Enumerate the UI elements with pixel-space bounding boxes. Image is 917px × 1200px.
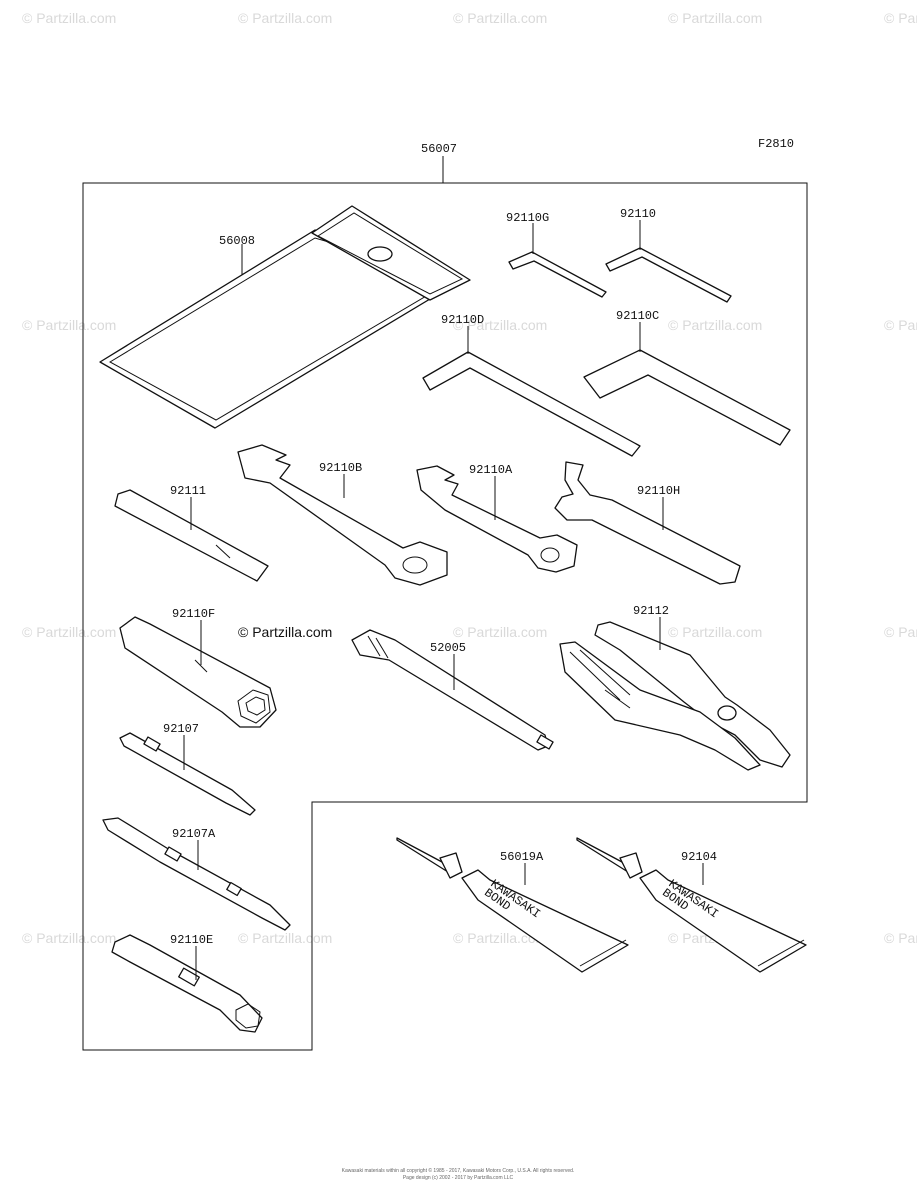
wrench-92110b[interactable] <box>237 444 448 586</box>
watermark: © Partzilla.com <box>22 930 116 946</box>
watermark: © Partzilla.com <box>238 10 332 26</box>
kit-outline <box>82 182 808 1051</box>
watermark: © Partzilla.com <box>453 930 547 946</box>
label-extension[interactable]: 52005 <box>430 641 466 655</box>
label-wrench-b[interactable]: 92110B <box>319 461 362 475</box>
spanner-92110h[interactable] <box>554 461 741 585</box>
watermark: © Partzilla.com <box>453 624 547 640</box>
handle-92111[interactable] <box>114 489 269 582</box>
label-socket-e[interactable]: 92110E <box>170 933 213 947</box>
watermark: © Partzilla.com <box>884 624 917 640</box>
copyright-line: Kawasaki materials within all copyright … <box>342 1167 575 1174</box>
label-bond-b[interactable]: 92104 <box>681 850 717 864</box>
extension-52005[interactable] <box>351 629 554 751</box>
hex-key-92110g[interactable] <box>508 251 607 298</box>
watermark: © Partzilla.com <box>22 317 116 333</box>
hex-key-92110[interactable] <box>605 247 732 303</box>
page-design-line: Page design (c) 2002 - 2017 by Partzilla… <box>403 1175 514 1181</box>
screwdriver-92107[interactable] <box>119 732 256 816</box>
watermark: © Partzilla.com <box>884 930 917 946</box>
watermark: © Partzilla.com <box>884 317 917 333</box>
label-socket-f[interactable]: 92110F <box>172 607 215 621</box>
wrench-92110a[interactable] <box>416 465 578 573</box>
label-wrench-a[interactable]: 92110A <box>469 463 513 477</box>
label-spanner[interactable]: 92110H <box>637 484 680 498</box>
watermark: © Partzilla.com <box>884 10 917 26</box>
watermark: © Partzilla.com <box>453 317 547 333</box>
watermark: © Partzilla.com <box>22 624 116 640</box>
label-screwdriver-a[interactable]: 92107A <box>172 827 216 841</box>
watermark: © Partzilla.com <box>22 10 116 26</box>
label-screwdriver[interactable]: 92107 <box>163 722 199 736</box>
label-hex-g[interactable]: 92110G <box>506 211 549 225</box>
label-pliers[interactable]: 92112 <box>633 604 669 618</box>
watermark: © Partzilla.com <box>238 930 332 946</box>
watermark: © Partzilla.com <box>668 317 762 333</box>
watermark: © Partzilla.com <box>668 10 762 26</box>
tool-case[interactable] <box>99 205 471 429</box>
label-hex-d[interactable]: 92110D <box>441 313 484 327</box>
socket-92110e[interactable] <box>111 934 263 1033</box>
socket-92110f[interactable] <box>119 616 277 728</box>
hex-key-92110c[interactable] <box>583 349 791 446</box>
inline-watermark: © Partzilla.com <box>238 624 332 640</box>
label-hex-c[interactable]: 92110C <box>616 309 659 323</box>
screwdriver-92107a[interactable] <box>102 817 291 931</box>
label-bond-a[interactable]: 56019A <box>500 850 544 864</box>
label-handle[interactable]: 92111 <box>170 484 206 498</box>
label-kit[interactable]: 56007 <box>421 142 457 156</box>
watermark: © Partzilla.com <box>668 624 762 640</box>
pliers-92112[interactable] <box>559 621 791 771</box>
label-case[interactable]: 56008 <box>219 234 255 248</box>
label-hex-plain[interactable]: 92110 <box>620 207 656 221</box>
figure-code: F2810 <box>758 137 794 151</box>
watermark: © Partzilla.com <box>453 10 547 26</box>
